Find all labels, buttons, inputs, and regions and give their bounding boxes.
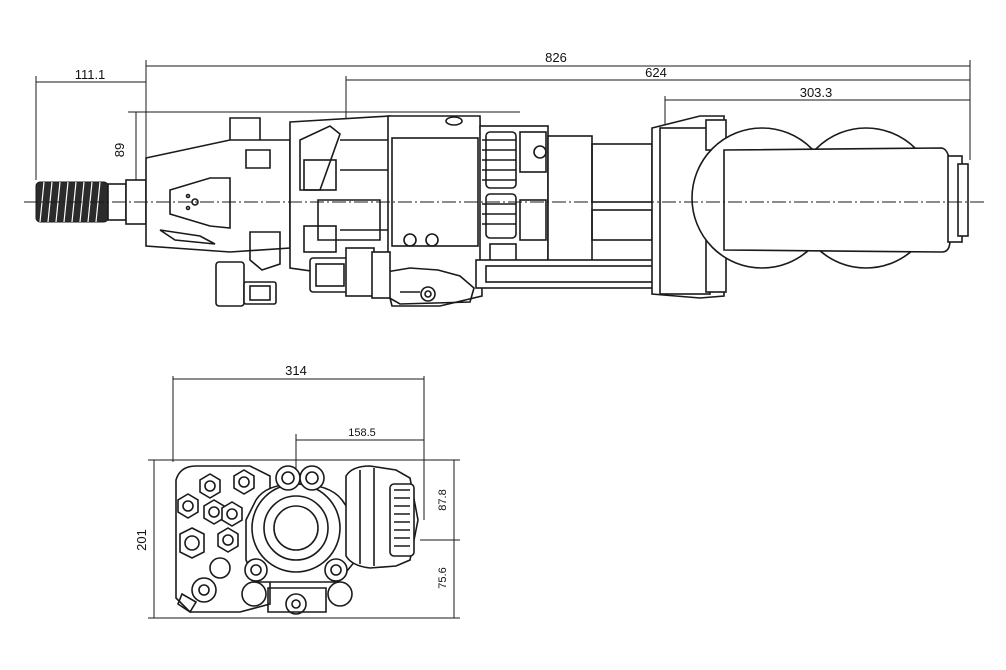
front-chuck bbox=[145, 117, 291, 307]
dim-end-height: 201 bbox=[134, 529, 149, 551]
gear-cluster bbox=[479, 125, 549, 267]
motor bbox=[691, 127, 969, 269]
dim-height-offset: 89 bbox=[112, 143, 127, 157]
side-view: 826 624 303.3 111.1 89 bbox=[24, 50, 985, 307]
dim-end-width: 314 bbox=[285, 363, 307, 378]
side-cylinder bbox=[345, 465, 419, 569]
dim-motor-length: 303.3 bbox=[800, 85, 833, 100]
central-hub bbox=[241, 465, 357, 615]
dim-center-offset: 158.5 bbox=[348, 427, 376, 439]
dim-shank-length: 111.1 bbox=[75, 67, 106, 82]
valve-block bbox=[371, 115, 483, 307]
end-view: 314 158.5 201 87.8 75.6 bbox=[134, 363, 460, 619]
dim-lower-offset: 75.6 bbox=[437, 567, 449, 588]
dim-upper-offset: 87.8 bbox=[437, 489, 449, 510]
mid-section bbox=[289, 115, 391, 297]
dim-total-length: 826 bbox=[545, 50, 567, 65]
dim-body-length: 624 bbox=[645, 65, 667, 80]
end-view-nuts bbox=[177, 469, 255, 614]
